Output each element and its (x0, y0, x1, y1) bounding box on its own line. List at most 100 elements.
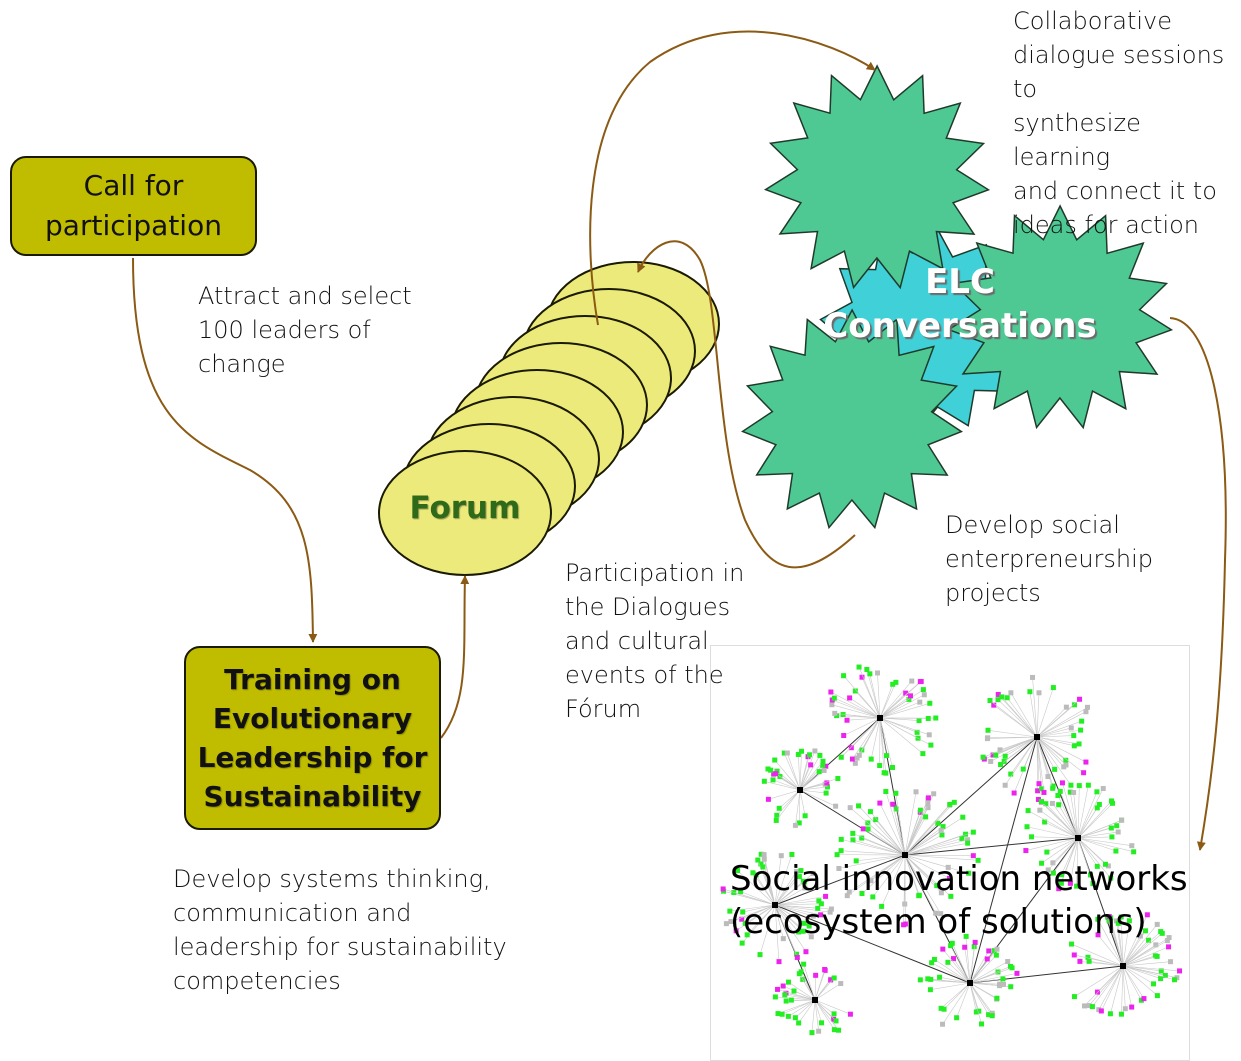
network-spoke (1122, 961, 1171, 967)
network-node (1090, 881, 1096, 887)
network-spoke (1036, 729, 1081, 738)
network-spoke (1036, 736, 1087, 763)
network-node (868, 878, 874, 884)
network-node (1076, 741, 1082, 747)
network-spoke (943, 982, 971, 1010)
network-spoke (1073, 792, 1079, 839)
network-spoke (1077, 788, 1104, 839)
network-node (744, 932, 750, 938)
network-spoke (856, 854, 906, 862)
network-spoke (781, 999, 816, 1015)
training-label: Training on Evolutionary Leadership for … (197, 663, 428, 813)
network-spoke (774, 904, 780, 962)
network-spoke (800, 971, 816, 1001)
network-spoke (777, 989, 816, 1001)
network-frame (710, 645, 1190, 1061)
network-spoke (1077, 837, 1134, 853)
network-spoke (1122, 965, 1180, 972)
network-spoke (904, 838, 962, 856)
network-spoke (841, 717, 881, 758)
network-node (971, 944, 977, 950)
network-node (960, 814, 966, 820)
network-node (796, 929, 802, 935)
network-spoke (858, 805, 906, 856)
network-node (938, 890, 944, 896)
network-node (1106, 917, 1112, 923)
arrow-call-to-training (132, 257, 318, 643)
network-spoke (969, 982, 982, 1025)
network-spoke (866, 669, 881, 719)
network-node (1071, 743, 1077, 749)
network-node (865, 826, 871, 832)
network-node (854, 755, 860, 761)
network-node (1166, 944, 1172, 950)
network-node (995, 969, 1001, 975)
network-node (890, 681, 896, 687)
network-node (785, 1013, 791, 1019)
network-spoke (814, 975, 816, 1001)
network-graph-image (720, 664, 1183, 1036)
network-node (1115, 829, 1121, 835)
network-spoke (1022, 736, 1038, 770)
network-node (999, 694, 1005, 700)
network-spoke (872, 854, 906, 898)
network-node (945, 959, 951, 965)
network-spoke (1120, 916, 1124, 967)
network-node (1050, 685, 1056, 691)
network-node (775, 986, 781, 992)
network-spoke (1077, 791, 1098, 839)
network-node (1085, 782, 1091, 788)
network-node (761, 778, 767, 784)
arrow-training-to-forum (440, 575, 470, 739)
network-spoke (969, 958, 988, 984)
network-spoke (1006, 697, 1038, 738)
network-spoke (895, 808, 906, 856)
network-spoke (1052, 803, 1079, 839)
network-node (1118, 1011, 1124, 1017)
network-spoke (1036, 707, 1088, 738)
network-spoke (774, 904, 807, 952)
network-node (1057, 788, 1063, 794)
network-node (838, 754, 844, 760)
network-node (727, 908, 733, 914)
network-spoke (969, 978, 1003, 984)
network-node (829, 702, 835, 708)
network-node (796, 1020, 802, 1026)
network-node (1042, 819, 1048, 825)
network-spoke (776, 789, 801, 821)
network-node (801, 920, 807, 926)
network-spoke (969, 949, 998, 984)
network-node (1079, 718, 1085, 724)
network-spoke (774, 855, 782, 906)
network-node (1177, 968, 1183, 974)
network-node (782, 992, 788, 998)
network-spoke (788, 981, 816, 1001)
network-node (923, 814, 929, 820)
network-node (1086, 1003, 1092, 1009)
network-node (824, 784, 830, 790)
network-hub (812, 997, 818, 1003)
network-node (831, 1027, 837, 1033)
network-spoke (1027, 810, 1079, 839)
network-node (809, 1030, 815, 1036)
network-node (1114, 823, 1120, 829)
network-node (1108, 825, 1114, 831)
network-node (735, 868, 741, 874)
network-node (1071, 702, 1077, 708)
network-spoke (1032, 677, 1038, 738)
network-node (1041, 789, 1047, 795)
network-spoke (1044, 821, 1079, 839)
network-spoke (867, 828, 906, 856)
starburst-shape (740, 308, 964, 530)
network-node (1098, 1008, 1104, 1014)
network-node (1141, 996, 1147, 1002)
network-node (925, 976, 931, 982)
network-node (938, 911, 944, 917)
network-spoke (1110, 965, 1124, 1014)
network-node (802, 885, 808, 891)
network-spoke (953, 958, 971, 984)
network-hub (877, 715, 883, 721)
starburst-shape (946, 204, 1174, 430)
network-spoke (892, 804, 906, 856)
network-node (893, 679, 899, 685)
